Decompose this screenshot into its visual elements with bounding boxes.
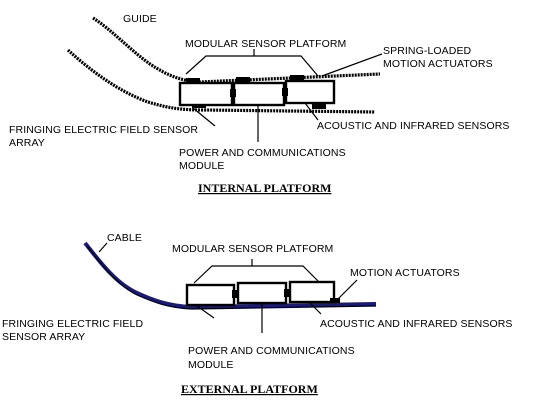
internal-actuator xyxy=(312,104,326,109)
guide-label: GUIDE xyxy=(123,13,157,25)
internal-platform-bracket xyxy=(185,55,319,77)
internal-acoustic-leader xyxy=(304,102,319,121)
internal-module-middle xyxy=(232,81,286,107)
external-platform-label: MODULAR SENSOR PLATFORM xyxy=(172,243,333,255)
external-power-label-line1: POWER AND COMMUNICATIONS xyxy=(188,345,355,357)
internal-guide-lower-wall xyxy=(66,48,376,114)
external-actuator-leader xyxy=(335,279,358,302)
internal-power-label-line1: POWER AND COMMUNICATIONS xyxy=(179,147,346,159)
internal-connector xyxy=(230,89,236,97)
cable-label: CABLE xyxy=(107,232,142,244)
external-platform-caption: EXTERNAL PLATFORM xyxy=(181,382,318,396)
external-module-middle xyxy=(236,281,288,305)
internal-fringing-label-line1: FRINGING ELECTRIC FIELD SENSOR xyxy=(9,124,198,136)
external-fringing-leader xyxy=(196,305,215,319)
internal-platform-label: MODULAR SENSOR PLATFORM xyxy=(185,38,346,50)
internal-fringing-leader xyxy=(192,107,216,127)
external-platform-bracket xyxy=(193,265,320,284)
internal-actuator xyxy=(186,78,200,83)
internal-actuators-label-line1: SPRING-LOADED xyxy=(383,45,472,57)
external-module-left xyxy=(185,283,236,307)
external-fringing-label-line2: SENSOR ARRAY xyxy=(2,331,85,343)
internal-platform-caption: INTERNAL PLATFORM xyxy=(198,181,331,195)
external-actuator xyxy=(330,298,340,303)
external-fringing-label-line1: FRINGING ELECTRIC FIELD xyxy=(2,318,143,330)
internal-actuator xyxy=(236,77,250,82)
internal-module-right xyxy=(284,79,336,105)
internal-platform-diagram: GUIDE MODULAR SENSOR PLATFORM SPRING-LOA… xyxy=(9,13,510,195)
internal-actuator xyxy=(290,75,304,80)
external-connector xyxy=(284,289,291,297)
external-platform-diagram: CABLE MODULAR SENSOR PLATFORM MOTION ACT… xyxy=(2,232,513,396)
internal-actuator-leader xyxy=(321,53,383,77)
internal-fringing-label-line2: ARRAY xyxy=(9,137,45,149)
external-cable-leader xyxy=(98,242,108,253)
external-actuators-label: MOTION ACTUATORS xyxy=(350,267,460,279)
external-acoustic-leader xyxy=(308,301,322,315)
internal-connector xyxy=(282,88,288,96)
internal-acoustic-label: ACOUSTIC AND INFRARED SENSORS xyxy=(317,120,510,132)
internal-module-left xyxy=(178,81,234,107)
external-power-label-line2: MODULE xyxy=(188,359,234,371)
external-connector xyxy=(232,290,239,298)
internal-power-label-line2: MODULE xyxy=(179,160,225,172)
external-acoustic-label: ACOUSTIC AND INFRARED SENSORS xyxy=(320,318,513,330)
external-cable-shadow xyxy=(86,245,377,310)
external-module-right xyxy=(288,280,336,304)
internal-guide-upper-wall xyxy=(92,16,381,84)
internal-actuators-label-line2: MOTION ACTUATORS xyxy=(383,58,493,70)
